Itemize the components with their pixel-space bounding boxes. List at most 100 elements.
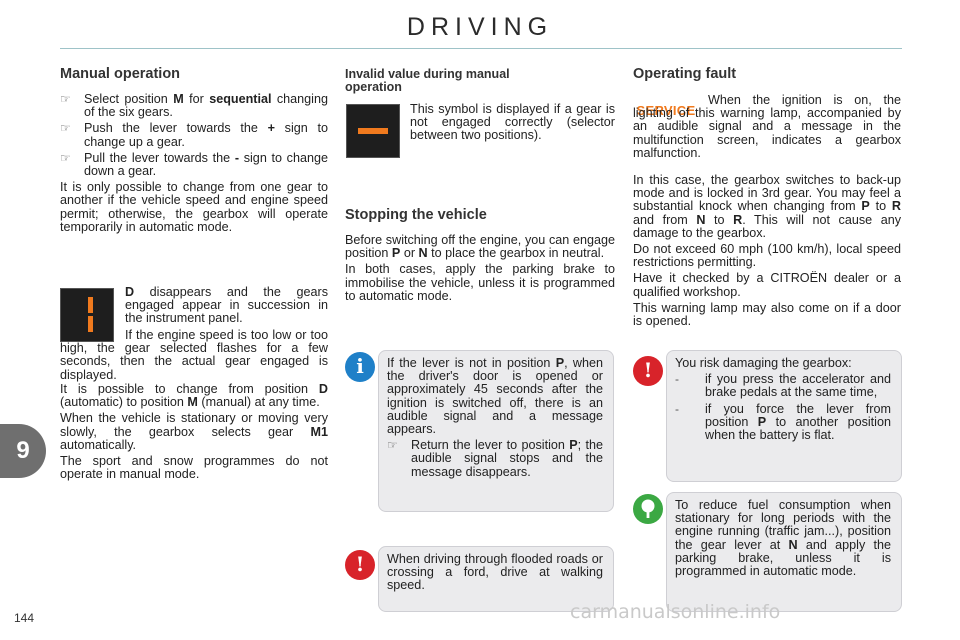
text: When the vehicle is stationary or moving… <box>60 411 328 439</box>
return-lever-bullet: ☞ Return the lever to position P; the au… <box>387 439 603 479</box>
pointer-bullet-icon: ☞ <box>387 438 398 453</box>
bold: P <box>391 246 401 261</box>
chapter-tab: 9 <box>0 424 46 478</box>
text: and from <box>633 212 697 227</box>
bullet-bold: + <box>267 121 275 136</box>
text: and apply the parking brake, unless it i… <box>675 537 891 579</box>
bold: M1 <box>310 424 329 439</box>
manual-operation-heading: Manual operation <box>60 66 181 82</box>
d-disappears-text: D disappears and the gears engaged appea… <box>125 285 328 326</box>
text: (automatic) to position <box>60 395 188 410</box>
eco-panel-text: To reduce fuel consumption when stationa… <box>675 498 891 579</box>
stationary-paragraph: When the vehicle is stationary or moving… <box>60 412 328 452</box>
invalid-value-heading: Invalid value during manual operation <box>345 67 510 94</box>
bold: R <box>891 199 901 214</box>
bullet-text: changing of the six gears. <box>84 92 328 120</box>
warning-icon: ! <box>633 356 663 386</box>
bullet-push-lever: ☞ Push the lever towards the + sign to c… <box>60 121 328 149</box>
stopping-paragraph-1: Before switching off the engine, you can… <box>345 233 615 261</box>
operating-fault-lower: In this case, the gearbox switches to ba… <box>633 173 901 331</box>
text: if you press the accelerator and brake p… <box>705 372 891 400</box>
risk-panel: You risk damaging the gearbox: - if you … <box>666 350 902 482</box>
bold: N <box>788 537 798 552</box>
door-open-paragraph: This warning lamp may also come on if a … <box>633 300 901 329</box>
gear-display-icon <box>60 288 114 342</box>
risk-item-battery: - if you force the lever from position P… <box>675 401 891 443</box>
change-position-paragraph: It is possible to change from position D… <box>60 382 328 410</box>
flood-panel: When driving through flooded roads or cr… <box>378 546 614 612</box>
risk-intro: You risk damaging the gearbox: <box>675 356 852 370</box>
bold: N <box>696 212 706 227</box>
text: Return the lever to position <box>411 438 570 453</box>
service-warning-lamp-icon: SERVICE <box>636 103 696 119</box>
title-divider <box>60 48 902 49</box>
bullet-pull-lever: ☞ Pull the lever towards the - sign to c… <box>60 150 329 179</box>
bold: D <box>318 382 328 396</box>
operating-fault-paragraph-1: When the ignition is on, the lighting of… <box>633 93 901 160</box>
bold: P <box>569 438 578 453</box>
stopping-section: Stopping the vehicle Before switching of… <box>345 207 615 306</box>
text: It is possible to change from position <box>60 382 319 396</box>
text: Before switching off the engine, you can… <box>345 233 615 261</box>
d-letter: D <box>125 285 135 299</box>
text: or <box>400 246 419 261</box>
d-disappears-body: disappears and the gears engaged appear … <box>125 285 328 326</box>
text: In this case, the gearbox switches to ba… <box>633 173 901 214</box>
bullet-text: Push the lever towards the <box>84 121 268 136</box>
text: to place the gearbox in neutral. <box>427 246 605 261</box>
speed-limit-paragraph: Do not exceed 60 mph (100 km/h), local s… <box>633 242 901 270</box>
bullet-text: sign to change down a gear. <box>84 150 329 179</box>
eco-tree-icon <box>633 494 663 524</box>
risk-item-pedals: - if you press the accelerator and brake… <box>675 372 891 400</box>
text: automatically. <box>60 437 137 452</box>
invalid-value-text: This symbol is displayed if a gear is no… <box>410 102 615 143</box>
backup-mode-paragraph: In this case, the gearbox switches to ba… <box>633 173 901 240</box>
watermark: carmanualsonline.info <box>570 601 781 623</box>
manual-operation-lower: It is possible to change from position D… <box>60 382 328 484</box>
bullet-select-position: ☞ Select position M for sequential chang… <box>60 92 328 120</box>
text: If the lever is not in position <box>387 356 556 370</box>
pointer-bullet-icon: ☞ <box>60 121 71 136</box>
invalid-gear-icon <box>346 104 400 158</box>
bullet-text: for <box>183 92 210 106</box>
text: To reduce fuel consumption when stationa… <box>675 498 891 552</box>
text: , when the driver's door is opened or ap… <box>387 356 603 437</box>
bullet-bold: M <box>173 92 184 106</box>
text: to another position when the battery is … <box>705 414 891 443</box>
text: . This will not cause any damage to the … <box>633 212 901 240</box>
operating-fault-heading: Operating fault <box>633 66 737 82</box>
sport-snow-paragraph: The sport and snow programmes do not ope… <box>60 454 328 482</box>
stopping-paragraph-2: In both cases, apply the parking brake t… <box>345 262 615 303</box>
bullet-text: Pull the lever towards the <box>84 150 235 165</box>
text: ; the audible signal stops and the messa… <box>411 438 603 479</box>
flood-panel-text: When driving through flooded roads or cr… <box>387 552 603 593</box>
stopping-heading: Stopping the vehicle <box>345 207 487 223</box>
gear-change-paragraph: It is only possible to change from one g… <box>60 180 328 234</box>
bold: P <box>757 414 767 429</box>
bold: P <box>555 356 565 370</box>
info-panel-text: If the lever is not in position P, when … <box>387 356 603 437</box>
text: When the ignition is on, the lighting of… <box>633 93 901 160</box>
text: to <box>705 212 734 227</box>
bold: N <box>418 246 428 261</box>
text: (manual) at any time. <box>197 395 320 410</box>
text: to <box>869 199 892 214</box>
info-icon: i <box>345 352 375 382</box>
page-title: DRIVING <box>406 13 554 41</box>
eco-panel: To reduce fuel consumption when stationa… <box>666 492 902 612</box>
pointer-bullet-icon: ☞ <box>60 92 71 106</box>
text: if you force the lever from position <box>705 401 891 429</box>
bullet-bold: sequential <box>209 92 272 106</box>
operating-fault-section: Operating fault <box>633 66 901 83</box>
engine-speed-paragraph: If the engine speed is too low or too hi… <box>60 328 328 382</box>
page-number: 144 <box>14 611 35 625</box>
bullet-text: Select position <box>84 92 174 106</box>
manual-operation-section: Manual operation ☞ Select position M for… <box>60 66 328 237</box>
dash-bullet: - <box>675 401 679 416</box>
bullet-bold: - <box>234 150 240 165</box>
info-panel: If the lever is not in position P, when … <box>378 350 614 512</box>
bullet-text: sign to change up a gear. <box>84 121 328 149</box>
bold: M <box>187 395 198 410</box>
bold: R <box>733 212 743 227</box>
invalid-value-section: Invalid value during manual operation <box>345 68 615 94</box>
